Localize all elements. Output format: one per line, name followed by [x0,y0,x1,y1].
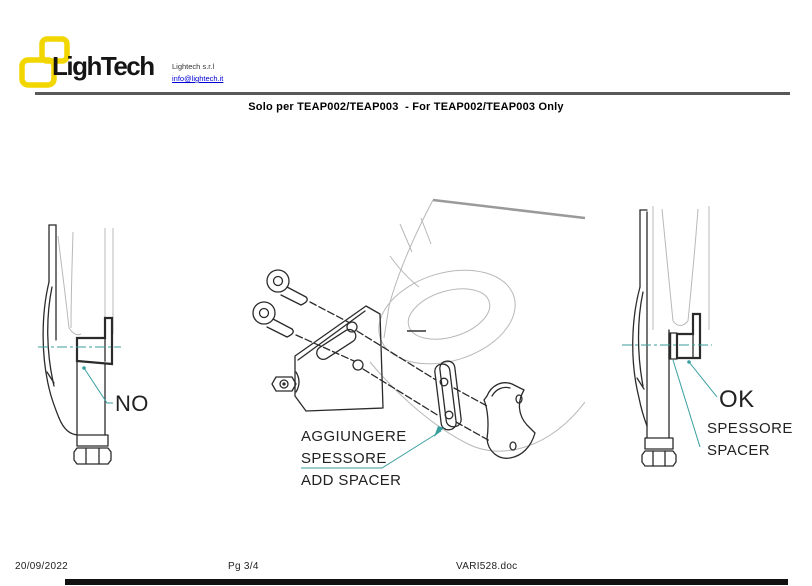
footer-page-number: Pg 3/4 [228,561,259,572]
callout-no: NO [115,391,149,416]
spacer-plate [434,360,491,442]
socket-bolts [252,269,355,362]
figure-exploded-drawing: AGGIUNGERE SPESSORE ADD SPACER [240,190,586,500]
hex-nut [73,447,112,465]
footer-file-name: VARI528.doc [456,561,518,572]
adjuster-plate [271,305,440,417]
page-title: Solo per TEAP002/TEAP003 - For TEAP002/T… [248,101,564,113]
hex-nut [641,450,677,467]
figure-no-drawing: NO [28,190,198,500]
logo-wordmark: LighTech [52,51,155,81]
label-spessore: SPESSORE [301,450,387,467]
label-spacer: SPACER [707,442,770,459]
email-link[interactable]: info@lightech.it [172,74,224,83]
bracket-no-spacer [75,316,114,366]
spacer-leader [301,426,444,469]
callout-ok: OK [719,386,754,413]
lightech-logo [19,36,71,88]
header-rule [35,92,790,95]
fork-tube-ghost [57,228,114,336]
figure-ok-drawing: OK SPESSORE SPACER [612,190,812,505]
centerline [622,344,718,448]
chain-guard [483,382,536,459]
centerline [38,346,121,404]
bracket-with-spacer [668,312,702,360]
swingarm-ghost [369,198,586,452]
company-name: Lightech s.r.l [172,62,215,71]
fork-leg-outline [42,224,112,465]
label-add-spacer: ADD SPACER [301,472,401,489]
label-spessore: SPESSORE [707,420,793,437]
adjuster-nut [271,376,297,392]
lightech-logo-icon [19,36,70,88]
bottom-bar [65,579,788,585]
fork-tube-ghost [652,206,710,330]
footer-date: 20/09/2022 [15,561,69,572]
label-aggiungere: AGGIUNGERE [301,428,407,445]
